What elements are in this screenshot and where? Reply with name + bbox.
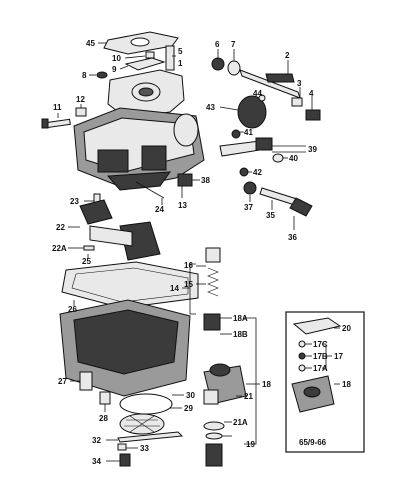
label-40: 40	[289, 154, 298, 163]
label-34: 34	[92, 457, 101, 466]
diaphragm-gasket	[119, 393, 173, 415]
label-29: 29	[184, 404, 193, 413]
label-10: 10	[112, 54, 121, 63]
label-15: 15	[184, 280, 193, 289]
label-7: 7	[231, 40, 236, 49]
label-22a: 22A	[52, 244, 67, 253]
label-30: 30	[186, 391, 195, 400]
label-21: 21	[244, 392, 253, 401]
label-1: 1	[178, 59, 183, 68]
small-top-parts	[96, 45, 175, 79]
screw-11	[41, 118, 71, 129]
label-37: 37	[244, 203, 253, 212]
choke-plate	[237, 94, 267, 129]
label-18b: 18B	[233, 330, 248, 339]
label-24: 24	[155, 205, 164, 214]
label-27: 27	[58, 377, 67, 386]
label-18-inset: 18	[342, 380, 351, 389]
label-32: 32	[92, 436, 101, 445]
needle-valve-stack	[203, 247, 221, 331]
label-36: 36	[288, 233, 297, 242]
top-gasket	[103, 31, 179, 55]
carburetor-body	[73, 69, 205, 191]
float-assembly	[79, 199, 161, 261]
label-43: 43	[206, 103, 215, 112]
throttle-lever	[243, 181, 313, 217]
label-25: 25	[82, 257, 91, 266]
label-16: 16	[184, 261, 193, 270]
label-41: 41	[244, 128, 253, 137]
label-8: 8	[82, 71, 87, 80]
label-3: 3	[297, 79, 302, 88]
label-42: 42	[253, 168, 262, 177]
label-5: 5	[178, 47, 183, 56]
label-2: 2	[285, 51, 290, 60]
label-17c: 17C	[313, 340, 328, 349]
label-19: 19	[246, 440, 255, 449]
label-18a: 18A	[233, 314, 248, 323]
label-28: 28	[99, 414, 108, 423]
label-11: 11	[53, 103, 62, 112]
pump-fittings	[203, 421, 225, 467]
screen	[119, 413, 165, 435]
label-22: 22	[56, 223, 65, 232]
label-12: 12	[76, 95, 85, 104]
label-33: 33	[140, 444, 149, 453]
label-14: 14	[170, 284, 179, 293]
label-17: 17	[334, 352, 343, 361]
label-23: 23	[70, 197, 79, 206]
label-4: 4	[309, 89, 314, 98]
label-35: 35	[266, 211, 275, 220]
label-38: 38	[201, 176, 210, 185]
label-18: 18	[262, 380, 271, 389]
label-45: 45	[86, 39, 95, 48]
label-44: 44	[253, 89, 262, 98]
inset-caption: 65/9-66	[299, 438, 327, 447]
throttle-shaft-assembly	[211, 57, 321, 121]
inset-box	[285, 311, 365, 453]
label-20: 20	[342, 324, 351, 333]
label-17a: 17A	[313, 364, 328, 373]
pump-housing	[203, 363, 247, 405]
label-6: 6	[215, 40, 220, 49]
label-39: 39	[308, 145, 317, 154]
callout-labels: 45 10 9 5 1 8 6 7 2 3 4 11 12 43 44 41 3…	[52, 39, 351, 466]
choke-linkage	[219, 129, 284, 177]
label-9: 9	[112, 65, 117, 74]
label-13: 13	[178, 201, 187, 210]
label-26: 26	[68, 305, 77, 314]
label-21a: 21A	[233, 418, 248, 427]
label-17b: 17B	[313, 352, 328, 361]
float-bowl	[59, 299, 191, 397]
